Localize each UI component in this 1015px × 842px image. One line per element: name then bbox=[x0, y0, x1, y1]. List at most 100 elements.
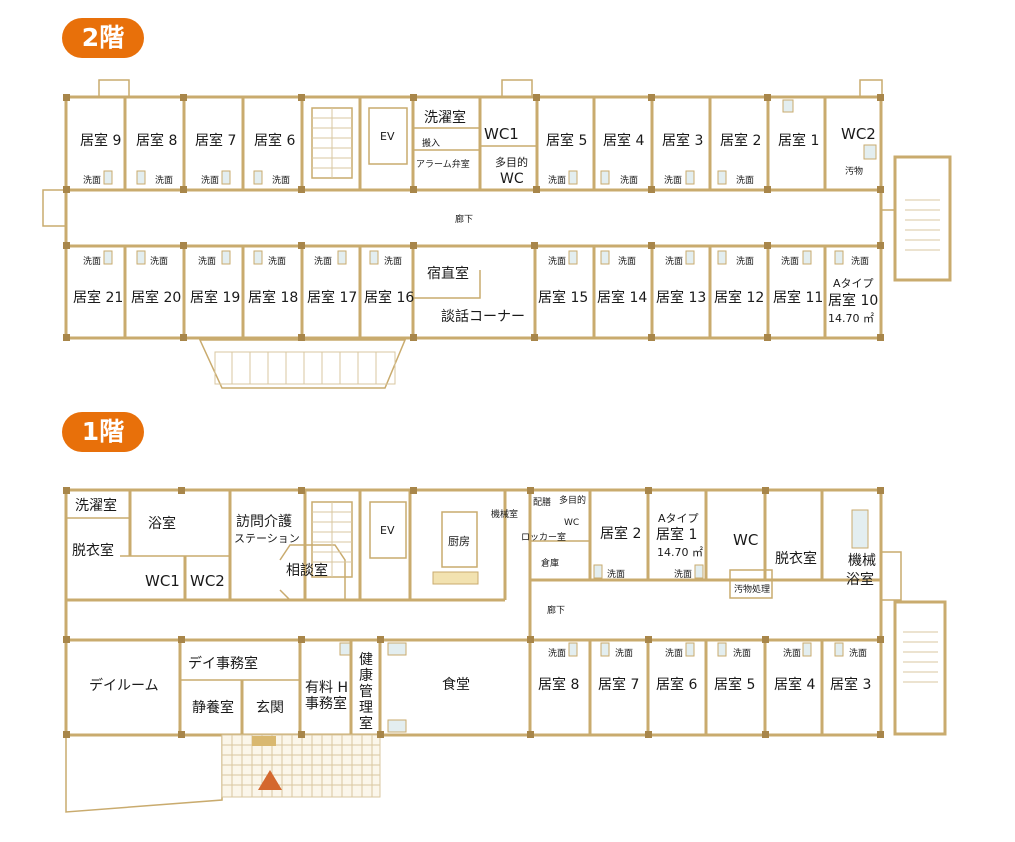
sink-label: 洗面 bbox=[674, 568, 692, 580]
room-label-2f-top: 居室 9 bbox=[80, 132, 121, 149]
sink-label: 洗面 bbox=[851, 255, 869, 267]
dressing-room-label-1f-east: 脱衣室 bbox=[775, 550, 817, 567]
room-label-2f-top: 居室 3 bbox=[662, 132, 703, 149]
roof-vent-2-2f bbox=[501, 79, 533, 98]
room-label-2f-bottom: 居室 15 bbox=[538, 289, 588, 306]
stair-tower-1f bbox=[893, 600, 947, 736]
room-label-2f-top: 居室 6 bbox=[254, 132, 295, 149]
sink-labels-1f: 洗面 洗面 洗面 洗面 洗面 洗面 洗面 洗面 bbox=[548, 568, 867, 659]
floor-plan-2f: 居室 9 居室 8 居室 7 居室 6 居室 5 居室 4 居室 3 居室 2 … bbox=[42, 79, 952, 389]
health-room-label-1f: 健 bbox=[359, 652, 373, 668]
health-room-label-1f: 室 bbox=[359, 715, 373, 732]
room-label-1f-bottom: 居室 7 bbox=[598, 676, 639, 693]
room-label-2f-top: 居室 5 bbox=[546, 132, 587, 149]
wc1-label-1f: WC1 bbox=[145, 572, 180, 590]
front-plaza-1f bbox=[65, 734, 381, 813]
h-office-label-1f: 有料 H bbox=[305, 680, 348, 696]
kitchen-counter-1f bbox=[441, 511, 478, 568]
bath-label-1f: 浴室 bbox=[148, 515, 176, 532]
elevator-label-2f: EV bbox=[380, 130, 395, 143]
sink-label: 洗面 bbox=[272, 174, 290, 186]
room-label-2f-bottom: 居室 17 bbox=[307, 289, 357, 306]
sink-label: 洗面 bbox=[607, 568, 625, 580]
sink-label: 洗面 bbox=[736, 255, 754, 267]
sink-label: 洗面 bbox=[314, 255, 332, 267]
mech-bath-annex-1f bbox=[880, 551, 902, 601]
room-label-2f-bottom: 居室 16 bbox=[364, 289, 414, 306]
locker-room-label-1f: ロッカー室 bbox=[521, 531, 566, 543]
sink-label: 洗面 bbox=[155, 174, 173, 186]
health-room-label-1f: 管 bbox=[359, 684, 373, 700]
stair-tower-2f bbox=[881, 155, 952, 282]
visit-care-label-1f: 訪問介護 bbox=[236, 514, 292, 530]
floor-badge-1f: 1階 bbox=[62, 412, 144, 452]
sink-label: 洗面 bbox=[618, 255, 636, 267]
corridor-label-2f: 廊下 bbox=[455, 213, 473, 225]
sink-label: 洗面 bbox=[615, 647, 633, 659]
entrance-arrow-icon bbox=[258, 770, 282, 790]
top-dividers-2f bbox=[123, 97, 827, 190]
wc2-label-2f: WC2 bbox=[841, 125, 876, 143]
sink-label: 洗面 bbox=[268, 255, 286, 267]
night-duty-room-label-2f: 宿直室 bbox=[427, 265, 469, 282]
a-type-label-2f: Aタイプ bbox=[833, 277, 874, 290]
elevator-2f bbox=[368, 107, 408, 165]
rest-room-label-1f: 静養室 bbox=[192, 699, 234, 716]
sink-label: 洗面 bbox=[736, 174, 754, 186]
sink-label: 洗面 bbox=[548, 647, 566, 659]
dressing-room-label-1f: 脱衣室 bbox=[72, 542, 114, 559]
bottom-dividers-2f bbox=[123, 246, 827, 338]
sink-labels-2f-bottom: 洗面 洗面 洗面 洗面 洗面 洗面 洗面 洗面 洗面 洗面 洗面 洗面 bbox=[83, 255, 869, 267]
room-label-1f: 居室 2 bbox=[600, 525, 641, 542]
dirty-room-label-2f: 汚物 bbox=[845, 165, 863, 177]
health-room-label-1f: 理 bbox=[359, 700, 373, 716]
room-label-1f-bottom: 居室 5 bbox=[714, 676, 755, 693]
sink-label: 洗面 bbox=[150, 255, 168, 267]
kitchen-label-1f: 厨房 bbox=[448, 535, 470, 548]
outer-wall-1f bbox=[64, 488, 883, 737]
roof-vent-1-2f bbox=[98, 79, 130, 98]
sink-label: 洗面 bbox=[83, 174, 101, 186]
room-label-2f-bottom: 居室 18 bbox=[248, 289, 298, 306]
serving-label-1f: 配膳 bbox=[533, 496, 551, 508]
room-label-1f-bottom: 居室 4 bbox=[774, 676, 815, 693]
a-type-label-1f: Aタイプ bbox=[658, 512, 699, 525]
multi-wc-label-2f: 多目的 bbox=[495, 155, 528, 169]
storage-label-1f: 倉庫 bbox=[541, 557, 559, 569]
day-office-label-1f: デイ事務室 bbox=[188, 655, 258, 672]
lounge-label-2f: 談話コーナー bbox=[441, 308, 525, 325]
dirty-processing-label-1f: 汚物処理 bbox=[734, 583, 770, 595]
room-label-2f-top: 居室 7 bbox=[195, 132, 236, 149]
mech-bath-label-1f: 浴室 bbox=[846, 571, 874, 588]
laundry-label-1f: 洗濯室 bbox=[75, 497, 117, 514]
elevator-1f bbox=[369, 501, 407, 559]
carry-in-label-2f: 搬入 bbox=[422, 137, 440, 149]
room1-area-label-1f: 14.70 ㎡ bbox=[657, 546, 703, 559]
sink-label: 洗面 bbox=[198, 255, 216, 267]
sink-label: 洗面 bbox=[664, 174, 682, 186]
stairs-2f bbox=[311, 107, 353, 179]
room-label-1f-bottom: 居室 3 bbox=[830, 676, 871, 693]
sink-label: 洗面 bbox=[384, 255, 402, 267]
sink-label: 洗面 bbox=[783, 647, 801, 659]
dining-label-1f: 食堂 bbox=[442, 676, 470, 693]
room-label-2f-bottom: 居室 11 bbox=[773, 289, 823, 306]
multi-wc-label-1f: WC bbox=[564, 518, 579, 528]
h-office-label-1f: 事務室 bbox=[305, 695, 347, 712]
room10-label-2f: 居室 10 bbox=[828, 292, 878, 309]
room-label-1f: 居室 1 bbox=[656, 526, 697, 543]
floor-badge-2f: 2階 bbox=[62, 18, 144, 58]
elevator-label-1f: EV bbox=[380, 524, 395, 537]
sink-label: 洗面 bbox=[665, 647, 683, 659]
sink-label: 洗面 bbox=[548, 174, 566, 186]
mech-bath-label-1f: 機械 bbox=[848, 553, 876, 569]
room10-area-label-2f: 14.70 ㎡ bbox=[828, 312, 874, 325]
room-label-2f-top: 居室 2 bbox=[720, 132, 761, 149]
columns-2f bbox=[63, 94, 884, 341]
wc2-label-1f: WC2 bbox=[190, 572, 225, 590]
roof-vent-3-2f bbox=[859, 79, 883, 98]
stairs-1f bbox=[311, 501, 353, 578]
side-balcony-2f bbox=[42, 189, 67, 227]
kitchen-table-1f bbox=[432, 571, 479, 585]
